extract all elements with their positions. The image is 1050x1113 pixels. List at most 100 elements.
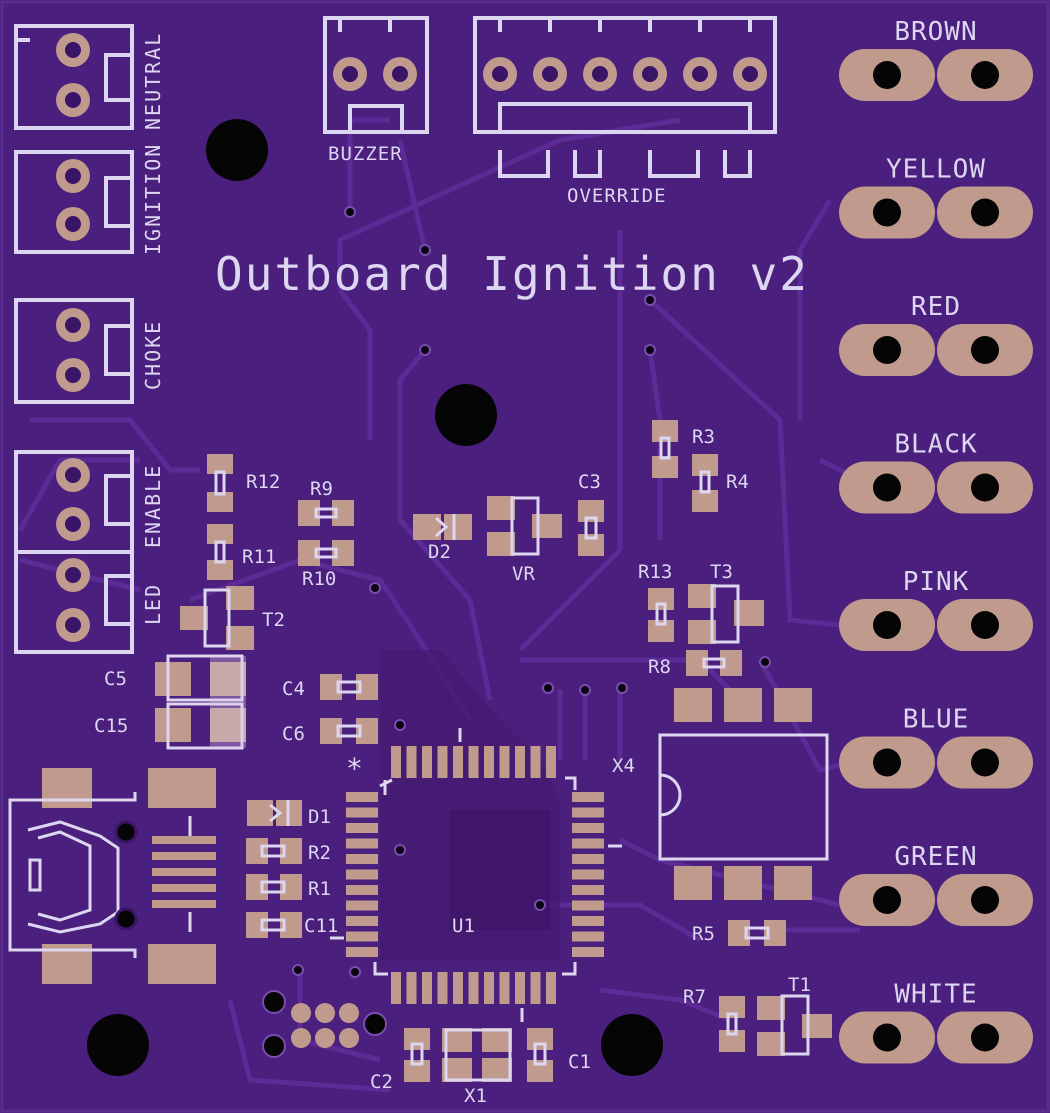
wire-drill (971, 748, 999, 777)
via (394, 844, 406, 856)
ref-c5: C5 (104, 668, 127, 690)
u1-pin (346, 885, 378, 895)
u1-pin (484, 972, 494, 1004)
drill (65, 617, 81, 633)
u1-pin (453, 972, 463, 1004)
wire-pad-black: BLACK (839, 430, 1033, 514)
u1-pin (437, 972, 448, 1004)
wire-pad-green: GREEN (839, 842, 1033, 926)
ref-r1: R1 (308, 878, 331, 900)
usb-hole (114, 820, 138, 844)
copper-traces (17, 117, 862, 1093)
connector-ignition: IGNITION (14, 143, 165, 255)
pad (246, 912, 268, 938)
wire-drill (971, 611, 999, 639)
silk (726, 1012, 738, 1036)
u1-pin (572, 947, 604, 957)
drill (542, 66, 558, 82)
silk (444, 1028, 512, 1082)
pad (757, 1032, 785, 1056)
ref-vr: VR (512, 563, 535, 585)
drill (65, 367, 81, 383)
pad (719, 996, 745, 1018)
ref-c11: C11 (304, 915, 338, 937)
wire-label-red: RED (911, 292, 961, 322)
connector-outline (473, 16, 777, 134)
via (419, 344, 431, 356)
wire-label-pink: PINK (903, 567, 970, 597)
u1-pin (572, 885, 604, 895)
pad (155, 708, 191, 742)
connector-outline (14, 24, 134, 130)
pad (298, 500, 320, 526)
pad (757, 996, 785, 1020)
mounting-holes (87, 119, 663, 1076)
via (542, 682, 554, 694)
u1-pin (572, 869, 604, 880)
silk (214, 470, 226, 496)
override-keys (498, 18, 752, 178)
ref-r9: R9 (310, 478, 333, 500)
label-enable: ENABLE (141, 464, 165, 548)
u1-thermal-pad (450, 810, 550, 930)
drill (392, 66, 408, 82)
via (616, 682, 628, 694)
silk (780, 994, 810, 1056)
pad (674, 688, 712, 722)
wire-drill (971, 336, 999, 364)
u1-pin (499, 746, 510, 778)
drill (65, 92, 81, 108)
silk (434, 514, 456, 540)
connector-latch (348, 104, 404, 132)
pad (210, 708, 246, 742)
wire-pad-blue: BLUE (839, 705, 1033, 789)
pad (298, 540, 320, 566)
pad (692, 454, 718, 476)
u1-pin (391, 972, 401, 1004)
connector-latch (104, 574, 132, 626)
via (644, 294, 656, 306)
icsp-pad (315, 1028, 335, 1048)
u1-pin (346, 792, 378, 802)
u1-pin (484, 746, 494, 778)
ref-c2: C2 (370, 1071, 393, 1093)
usb-connector (8, 792, 192, 958)
pad (724, 688, 762, 722)
wire-drill (873, 886, 901, 914)
x4-outline (658, 733, 829, 861)
connector-override: OVERRIDE (473, 16, 777, 207)
u1-pin (437, 746, 448, 778)
pad (724, 866, 762, 900)
pad (152, 852, 216, 860)
pad (226, 586, 254, 610)
drill (65, 42, 81, 58)
pad (444, 514, 472, 540)
icsp-pad (291, 1028, 311, 1048)
pad (652, 420, 678, 442)
wire-pad-yellow: YELLOW (839, 155, 1033, 239)
u1-pin (572, 854, 604, 864)
ref-d2: D2 (428, 541, 451, 563)
silk (410, 1042, 424, 1066)
connector-latch (104, 53, 132, 102)
u1-pin (572, 916, 604, 926)
wire-label-yellow: YELLOW (886, 155, 986, 185)
via (394, 719, 406, 731)
connector-buzzer: BUZZER (323, 16, 429, 165)
u1-pin (346, 823, 378, 833)
via (579, 684, 591, 696)
connector-latch (104, 324, 132, 376)
u1-pin (515, 746, 525, 778)
ref-c6: C6 (282, 723, 305, 745)
wire-label-blue: BLUE (903, 705, 970, 735)
pad (207, 524, 233, 544)
pad (719, 1030, 745, 1052)
pad (527, 1028, 553, 1050)
pad (155, 662, 191, 696)
wire-drill (971, 473, 999, 502)
silk (336, 680, 362, 694)
ref-c3: C3 (578, 471, 601, 493)
wire-label-green: GREEN (894, 842, 977, 872)
ref-u1: U1 (452, 915, 475, 937)
